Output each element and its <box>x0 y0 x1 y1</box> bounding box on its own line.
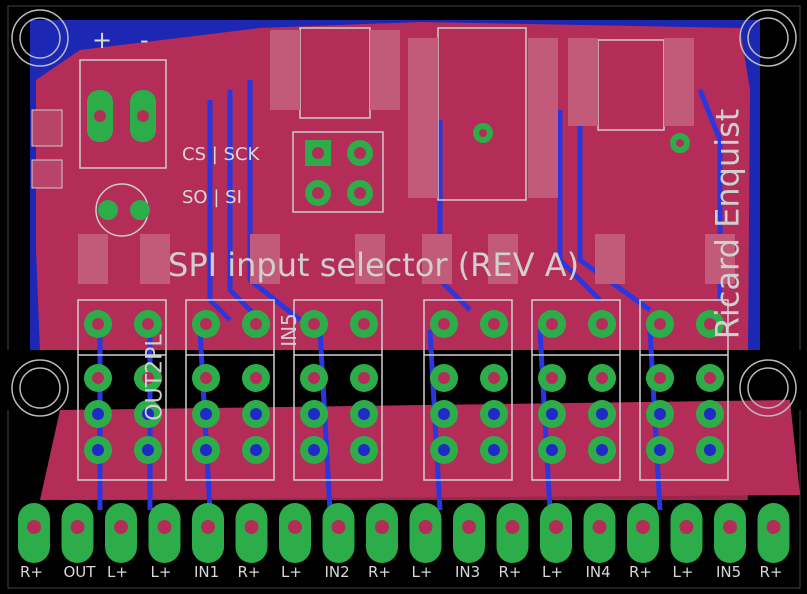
spi-header-pads <box>305 140 373 206</box>
terminal-pad <box>540 503 572 563</box>
vertical-label-in5: IN5 <box>276 313 301 347</box>
connector-label: IN3 <box>455 563 481 581</box>
connector-label: R+ <box>237 563 261 581</box>
ic-pads <box>270 30 694 198</box>
pin-label-so-si: SO | SI <box>182 187 242 208</box>
relay-3 <box>293 299 383 481</box>
terminal-pad <box>714 503 746 563</box>
terminal-pad <box>670 503 703 563</box>
power-terminal-pads <box>87 90 156 142</box>
connector-label: L+ <box>542 563 563 581</box>
terminal-pad <box>61 503 94 563</box>
connector-label: L+ <box>150 563 172 581</box>
terminal-pad <box>148 503 181 563</box>
terminal-pad <box>105 503 137 563</box>
power-terminal-outline <box>79 59 167 169</box>
terminal-pad <box>757 503 790 563</box>
terminal-pad <box>453 503 485 563</box>
plus-mark: + <box>92 26 113 54</box>
relay-5 <box>531 299 621 481</box>
mounting-holes <box>11 9 797 417</box>
board-title: SPI input selector (REV A) <box>168 246 580 284</box>
connector-label: L+ <box>107 563 128 581</box>
vertical-label-out2pl: OUT2PL <box>142 334 168 421</box>
terminal-pad <box>627 503 659 563</box>
relay-6 <box>639 299 729 481</box>
connector-label: L+ <box>411 563 433 581</box>
relay-2 <box>185 299 275 481</box>
connector-label: R+ <box>498 563 522 581</box>
terminal-pad <box>366 503 398 563</box>
connector-label: R+ <box>759 563 783 581</box>
author-label: Ricard Enquist <box>708 108 747 340</box>
connector-label: R+ <box>368 563 391 581</box>
relay-blocks <box>77 299 729 481</box>
connector-label: L+ <box>281 563 302 581</box>
connector-label: IN5 <box>716 563 742 581</box>
connector-label: IN4 <box>585 563 611 581</box>
connector-label: R+ <box>629 563 652 581</box>
terminal-pad <box>192 503 224 563</box>
connector-label: R+ <box>20 563 43 581</box>
relay-4 <box>423 299 513 481</box>
connector-label: L+ <box>672 563 694 581</box>
terminal-pad <box>322 503 355 563</box>
smd-row <box>78 234 735 284</box>
connector-label: IN1 <box>194 563 220 581</box>
terminal-connector <box>18 503 790 563</box>
terminal-pad <box>496 503 529 563</box>
terminal-pad <box>583 503 616 563</box>
smd-resistors-left <box>31 109 63 189</box>
relay-1 <box>77 299 167 481</box>
terminal-pad <box>409 503 442 563</box>
connector-label: IN2 <box>324 563 350 581</box>
pin-label-cs-sck: CS | SCK <box>182 144 260 165</box>
minus-mark: - <box>140 26 149 54</box>
terminal-pad <box>279 503 311 563</box>
connector-label: OUT <box>63 563 96 581</box>
terminal-pad <box>18 503 50 563</box>
terminal-pad <box>235 503 268 563</box>
